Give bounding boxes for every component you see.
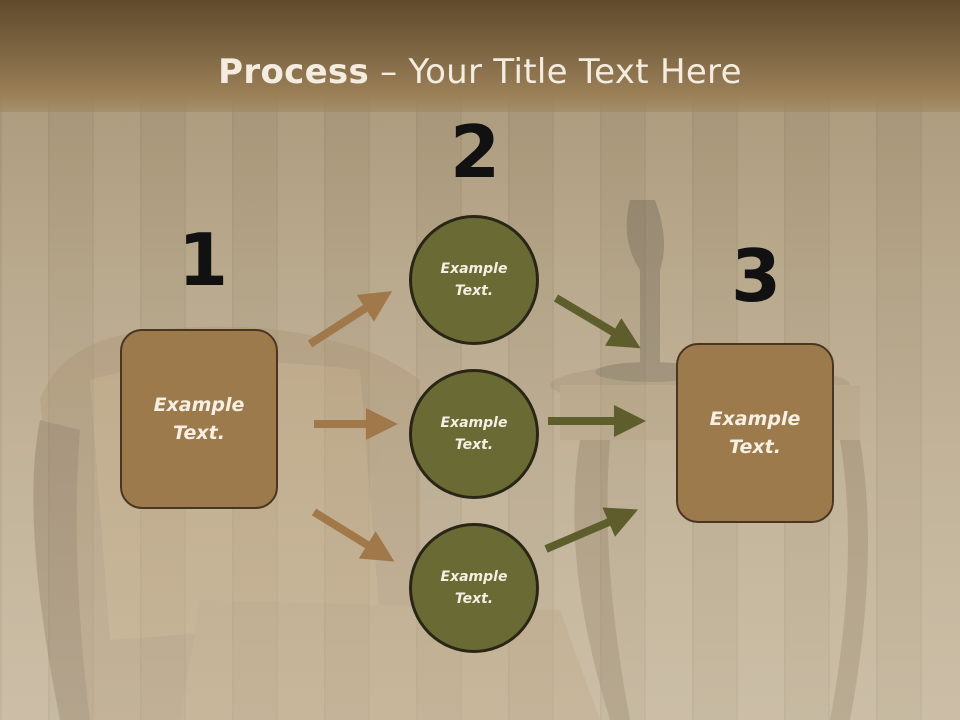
circle-middle: Example Text. (409, 369, 539, 499)
step-number-3: 3 (731, 234, 782, 318)
circle-bottom: Example Text. (409, 523, 539, 653)
circle-middle-text: Example Text. (440, 414, 508, 453)
circle-top: Example Text. (409, 215, 539, 345)
title-bar (0, 0, 960, 112)
title-rest: – Your Title Text Here (369, 52, 742, 92)
slide-title: Process – Your Title Text Here (0, 52, 960, 92)
step-box-3: Example Text. (676, 343, 834, 523)
step-box-3-text: Example Text. (709, 407, 801, 459)
arrow-up-right-icon (307, 290, 393, 348)
title-bold: Process (218, 52, 370, 92)
circle-bottom-text: Example Text. (440, 568, 508, 607)
arrow-olive-down-right-icon (553, 294, 641, 349)
arrow-down-right-icon (311, 508, 395, 562)
step-number-2: 2 (450, 110, 501, 194)
step-number-1: 1 (178, 218, 229, 302)
arrow-olive-up-right-icon (544, 507, 639, 553)
step-box-1-text: Example Text. (153, 393, 245, 445)
step-box-1: Example Text. (120, 329, 278, 509)
circle-top-text: Example Text. (440, 260, 508, 299)
